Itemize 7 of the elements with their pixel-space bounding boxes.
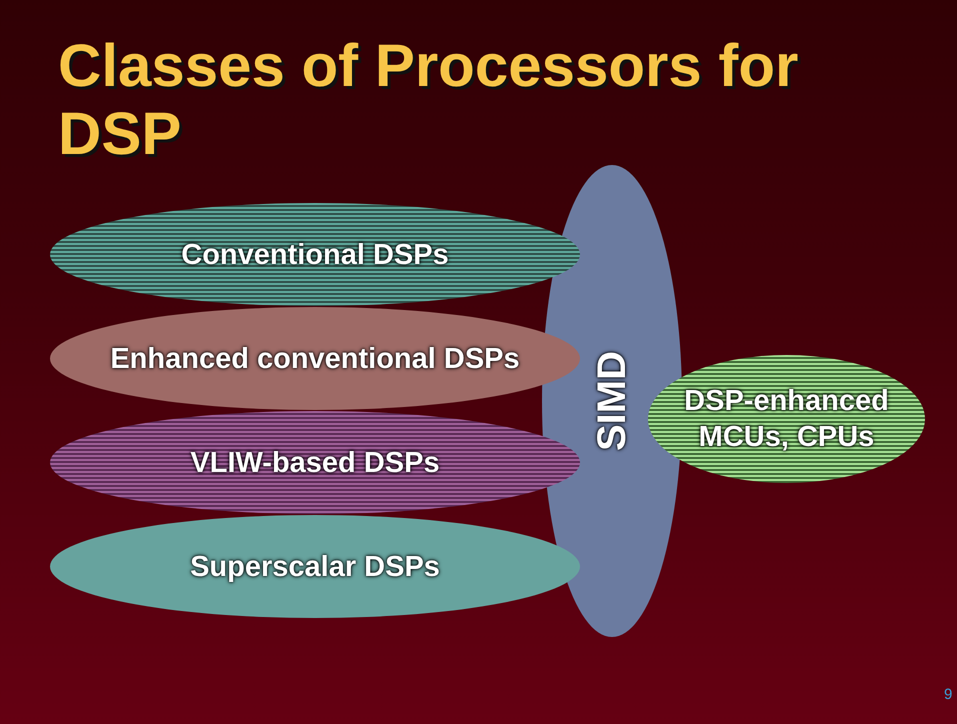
slide-title: Classes of Processors for DSP [58, 32, 800, 168]
ellipse-label: Enhanced conventional DSPs [110, 342, 520, 376]
ellipse-label: Conventional DSPs [181, 238, 449, 272]
ellipse-label: SIMD [594, 351, 630, 451]
ellipse-label: Superscalar DSPs [190, 550, 440, 584]
page-number: 9 [944, 686, 952, 703]
ellipse-label: VLIW-based DSPs [190, 446, 440, 480]
